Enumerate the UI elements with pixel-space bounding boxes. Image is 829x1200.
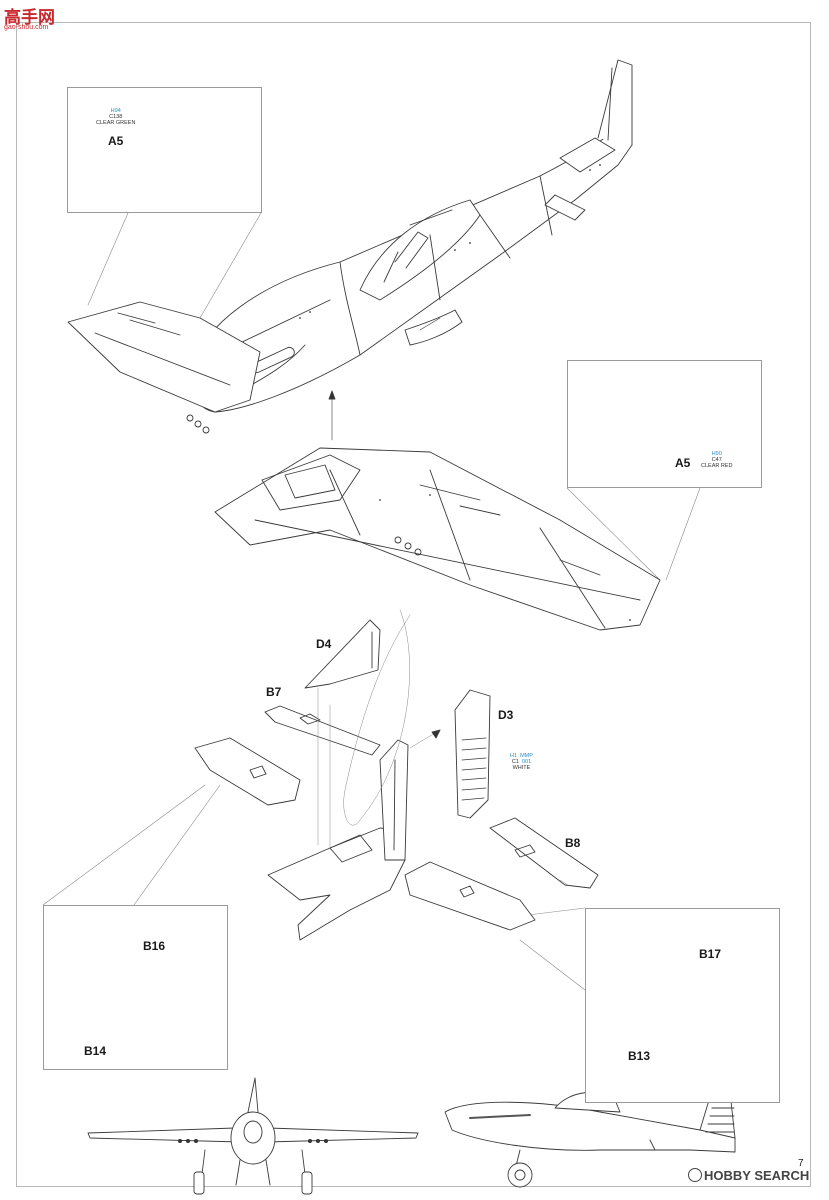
hobby-search-icon	[688, 1168, 702, 1182]
part-label-a5-right: A5	[675, 456, 691, 470]
canopy-inset-left: A5 H94 C138 CLEAR GREEN	[67, 87, 262, 213]
page-border	[16, 22, 811, 1187]
watermark-bottom-text: HOBBY SEARCH	[704, 1168, 810, 1183]
elevator-inset-right: B17 B13	[585, 908, 780, 1103]
paint-callout-clear-green: H94 C138 CLEAR GREEN	[96, 108, 135, 126]
tail-assembly	[194, 609, 599, 941]
part-label-b13: B13	[628, 1049, 651, 1063]
canopy-inset-right: A5 H90 C47 CLEAR RED	[567, 360, 762, 488]
paint-code-h1: H1	[510, 753, 518, 759]
aircraft-main-view	[67, 59, 661, 631]
aircraft-side-view	[444, 1089, 736, 1188]
part-label-d3: D3	[498, 708, 514, 722]
watermark-top-url: gao-shou.com	[4, 24, 49, 31]
paint-name-white: WHITE	[512, 765, 531, 771]
watermark-top-logo: 高手网	[4, 8, 55, 27]
paint-ref-c47: C47	[711, 457, 722, 463]
paint-ref-c138: C138	[109, 114, 123, 120]
part-label-b16: B16	[143, 939, 166, 953]
paint-code-h94: H94	[110, 108, 121, 114]
part-label-d4: D4	[316, 637, 332, 651]
part-label-a5-left: A5	[108, 134, 124, 148]
paint-ref-c1: C1	[511, 759, 519, 765]
part-label-b17: B17	[699, 947, 722, 961]
paint-code-h90: H90	[711, 451, 722, 457]
paint-callout-clear-red: H90 C47 CLEAR RED	[701, 451, 732, 469]
paint-name-clear-red: CLEAR RED	[701, 463, 733, 469]
part-label-b8: B8	[565, 836, 581, 850]
paint-callout-white: H1 MMP C1 001 WHITE	[510, 753, 533, 771]
paint-name-clear-green: CLEAR GREEN	[96, 120, 136, 126]
aircraft-front-view	[87, 1077, 419, 1195]
callout-leaders	[42, 212, 701, 991]
page-number: 7	[798, 1158, 804, 1169]
elevator-inset-left: B16 B14	[43, 905, 228, 1070]
part-label-b7: B7	[266, 685, 282, 699]
paint-code-mmp: MMP	[520, 753, 533, 759]
watermark-bottom: HOBBY SEARCH	[688, 1168, 809, 1183]
paint-ref-001: 001	[521, 759, 532, 765]
part-label-b14: B14	[84, 1044, 107, 1058]
